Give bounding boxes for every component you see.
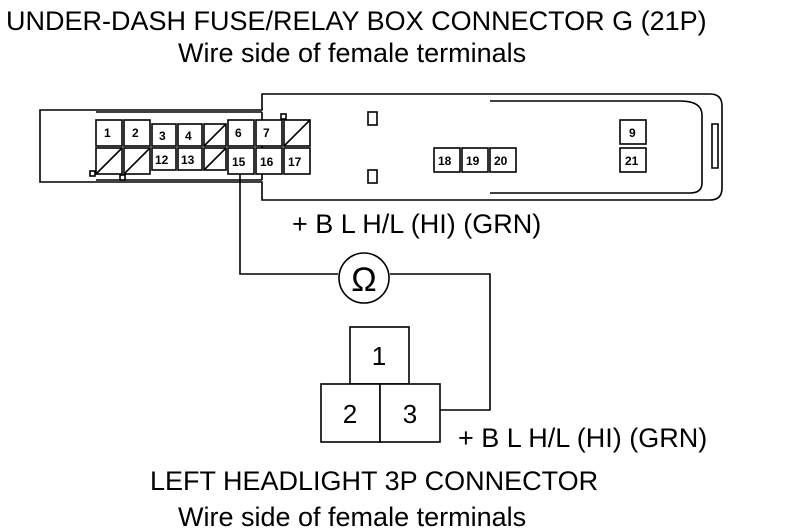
headlight-pin-label-3: 3	[403, 399, 417, 429]
pin-label-7: 7	[263, 126, 270, 140]
pin-label-17: 17	[288, 155, 302, 169]
cavity-4	[177, 123, 203, 147]
cavity-7	[255, 119, 283, 147]
cavity-11-slash	[123, 147, 151, 175]
wire-label-lower: + B L H/L (HI) (GRN)	[458, 423, 707, 453]
cavity-17	[283, 147, 311, 175]
headlight-connector: 1 2 3	[320, 326, 441, 443]
pin-label-12: 12	[155, 153, 169, 167]
cavity-11-tab	[119, 174, 126, 181]
test-wire-from-pin-15	[239, 174, 338, 275]
pin-label-19: 19	[466, 154, 480, 168]
connector-g-latch	[711, 123, 719, 169]
cavity-6	[227, 119, 255, 147]
pin-label-6: 6	[235, 126, 242, 140]
cavity-16	[255, 147, 283, 175]
headlight-cavity-1	[349, 326, 410, 385]
cavity-9	[619, 119, 647, 145]
wire-label-upper: + B L H/L (HI) (GRN)	[292, 209, 541, 239]
ohm-icon: Ω	[351, 261, 376, 299]
pin-label-9: 9	[629, 126, 636, 140]
cavity-15	[227, 147, 255, 175]
ohmmeter-circle	[338, 252, 390, 304]
pin-label-18: 18	[438, 154, 452, 168]
pin-label-20: 20	[494, 154, 508, 168]
cavity-18	[433, 147, 461, 173]
headlight-cavity-2	[320, 383, 381, 443]
pin-label-4: 4	[185, 129, 192, 143]
pin-label-15: 15	[232, 155, 246, 169]
pin-label-16: 16	[260, 155, 274, 169]
connector-g-key-top	[367, 111, 378, 126]
connector-g-subtitle: Wire side of female terminals	[178, 38, 526, 68]
pin-label-2: 2	[132, 126, 139, 140]
cavity-13	[177, 147, 203, 171]
headlight-cavity-3	[379, 383, 441, 443]
pin-label-13: 13	[181, 153, 195, 167]
connector-g-housing	[39, 93, 723, 201]
cavity-14-slash	[203, 147, 227, 171]
cavity-2	[123, 119, 151, 147]
headlight-pin-label-2: 2	[343, 399, 357, 429]
cavity-19	[461, 147, 489, 173]
test-wire-to-pin-3	[390, 273, 491, 411]
cavity-10-tab	[89, 170, 96, 177]
connector-g: 1 2 3 4 6 7 12 13 15	[39, 93, 723, 201]
cavity-3	[151, 123, 177, 147]
cavity-1	[95, 119, 123, 147]
pin-label-3: 3	[159, 129, 166, 143]
cavity-20	[489, 147, 517, 173]
cavity-5-slash	[203, 123, 227, 147]
cavity-8-slash	[283, 119, 311, 147]
headlight-connector-subtitle: Wire side of female terminals	[178, 502, 526, 532]
headlight-pin-label-1: 1	[372, 341, 386, 371]
cavity-21	[619, 147, 647, 173]
pin-label-21: 21	[625, 154, 639, 168]
cavity-12	[151, 147, 177, 171]
connector-g-right-lock	[490, 100, 703, 194]
ohmmeter: Ω	[338, 252, 390, 304]
pin-label-1: 1	[104, 126, 111, 140]
connector-g-title: UNDER-DASH FUSE/RELAY BOX CONNECTOR G (2…	[6, 6, 707, 36]
cavity-10-slash	[95, 147, 123, 175]
cavity-8-tab	[280, 113, 287, 120]
headlight-connector-title: LEFT HEADLIGHT 3P CONNECTOR	[150, 466, 598, 496]
connector-g-key-bottom	[367, 169, 378, 184]
